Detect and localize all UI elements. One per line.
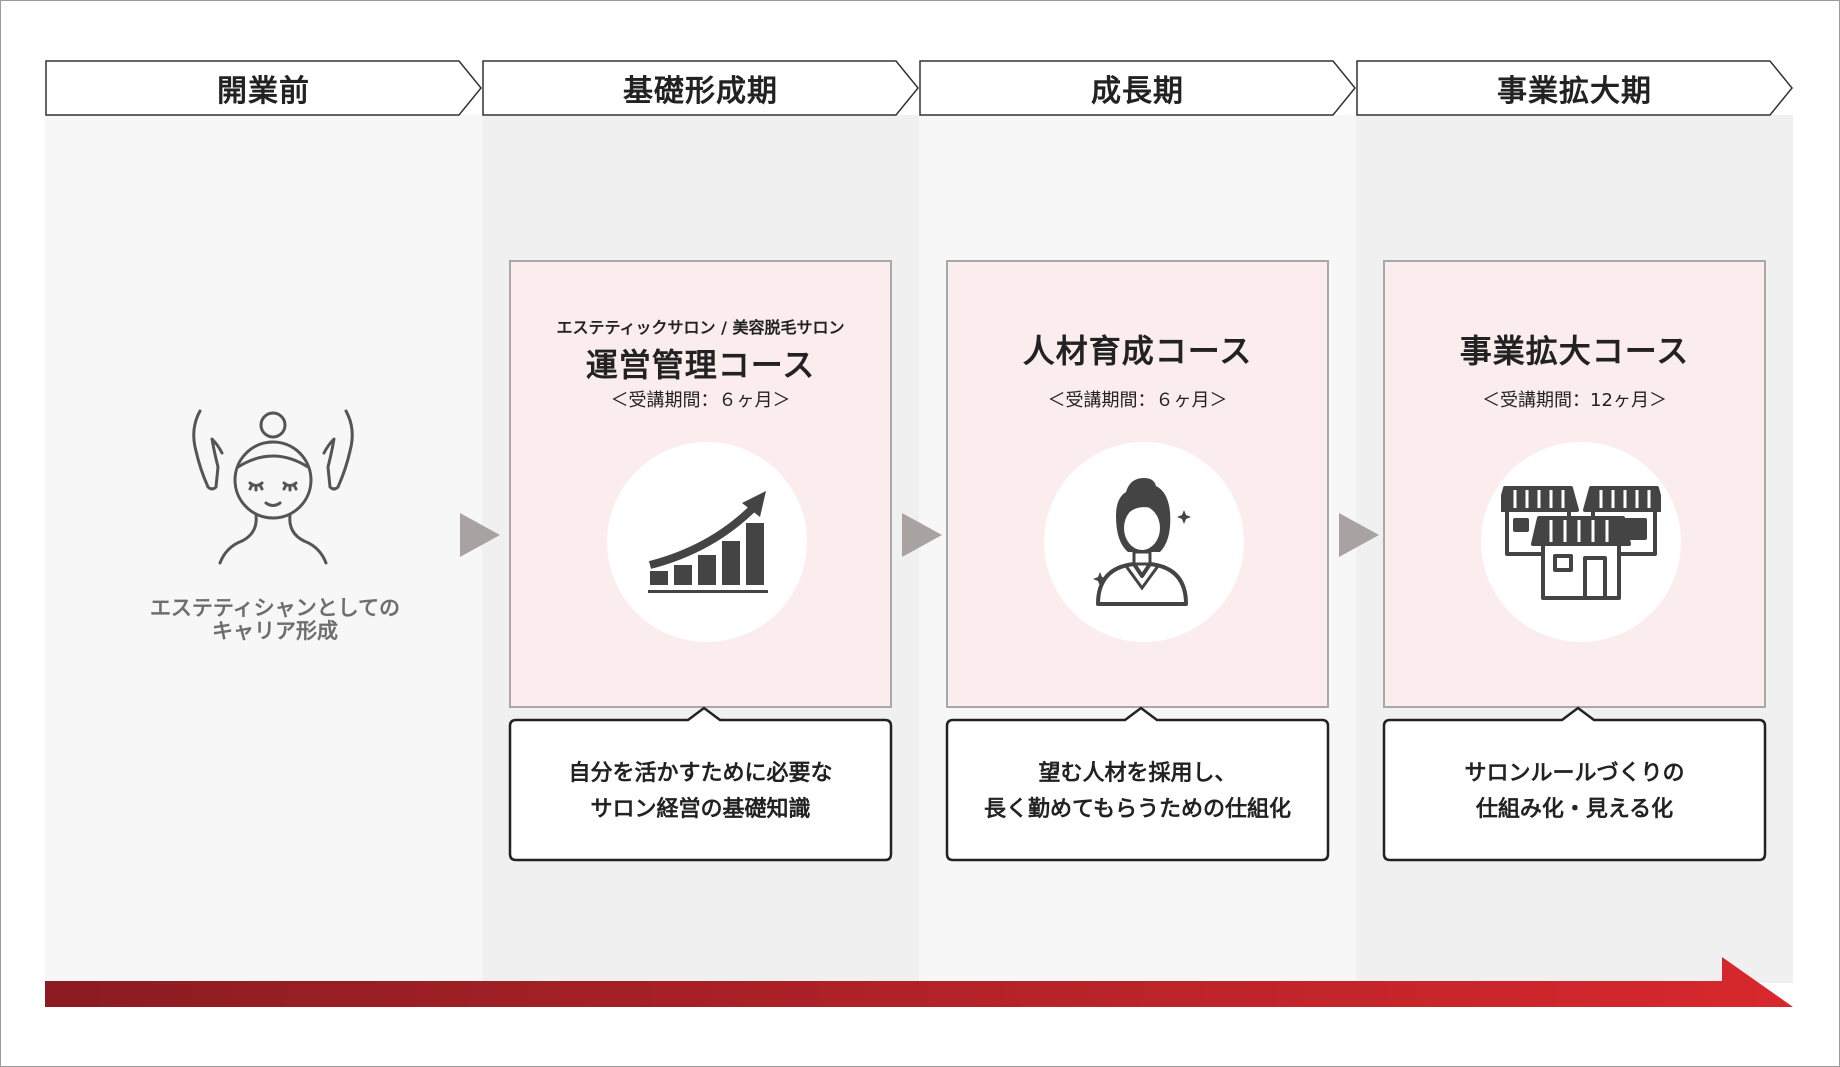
callout-line: 望む人材を採用し、: [1038, 761, 1237, 786]
course-callout-hr: 望む人材を採用し、 長く勤めてもらうための仕組化: [945, 706, 1330, 862]
course-card-expansion: 事業拡大コース ＜受講期間：12ヶ月＞: [1383, 260, 1766, 708]
timeline-arrow-icon: [45, 957, 1793, 1007]
multiple-stores-icon: [1501, 486, 1661, 600]
phase-label: 事業拡大期: [1497, 74, 1652, 109]
column-pre-opening-bg: [45, 115, 482, 983]
course-period: ＜受講期間：６ヶ月＞: [1047, 390, 1228, 411]
phase-header-growth: 成長期: [919, 60, 1356, 116]
course-card-hr: 人材育成コース ＜受講期間：６ヶ月＞: [946, 260, 1329, 708]
callout-line: 長く勤めてもらうための仕組化: [984, 797, 1291, 822]
callout-line: 仕組み化・見える化: [1475, 797, 1674, 822]
course-period: ＜受講期間：12ヶ月＞: [1482, 390, 1667, 411]
caption-line: エステティシャンとしての: [149, 596, 401, 620]
callout-line: サロン経営の基礎知識: [590, 797, 811, 822]
step-arrow-icon: [902, 513, 942, 557]
callout-line: 自分を活かすために必要な: [568, 761, 833, 786]
growth-chart-icon: [648, 491, 768, 593]
icon-circle: [1044, 442, 1244, 642]
course-subtitle: エステティックサロン / 美容脱毛サロン: [556, 318, 845, 337]
icon-circle: [1481, 442, 1681, 642]
phase-label: 基礎形成期: [623, 74, 778, 109]
pre-opening-caption: エステティシャンとしての キャリア形成: [120, 597, 430, 643]
course-period: ＜受講期間：６ヶ月＞: [610, 390, 791, 411]
course-callout-management: 自分を活かすために必要な サロン経営の基礎知識: [508, 706, 893, 862]
phase-header-expansion: 事業拡大期: [1356, 60, 1793, 116]
callout-text: サロンルールづくりの 仕組み化・見える化: [1382, 756, 1767, 828]
staff-woman-icon: [1093, 478, 1191, 606]
course-title: 人材育成コース: [1022, 332, 1253, 370]
course-card-management: エステティックサロン / 美容脱毛サロン 運営管理コース ＜受講期間：６ヶ月＞: [509, 260, 892, 708]
step-arrow-icon: [1339, 513, 1379, 557]
phase-header-foundation: 基礎形成期: [482, 60, 919, 116]
caption-line: キャリア形成: [212, 619, 338, 643]
course-title: 事業拡大コース: [1459, 332, 1690, 370]
callout-text: 望む人材を採用し、 長く勤めてもらうための仕組化: [945, 756, 1330, 828]
phase-label: 開業前: [217, 74, 310, 109]
phase-label: 成長期: [1091, 74, 1184, 109]
course-title: 運営管理コース: [585, 346, 816, 384]
phase-header-pre-opening: 開業前: [45, 60, 482, 116]
callout-text: 自分を活かすために必要な サロン経営の基礎知識: [508, 756, 893, 828]
course-callout-expansion: サロンルールづくりの 仕組み化・見える化: [1382, 706, 1767, 862]
callout-line: サロンルールづくりの: [1464, 761, 1685, 786]
esthetician-face-icon: [192, 409, 354, 565]
step-arrow-icon: [460, 513, 500, 557]
icon-circle: [607, 442, 807, 642]
